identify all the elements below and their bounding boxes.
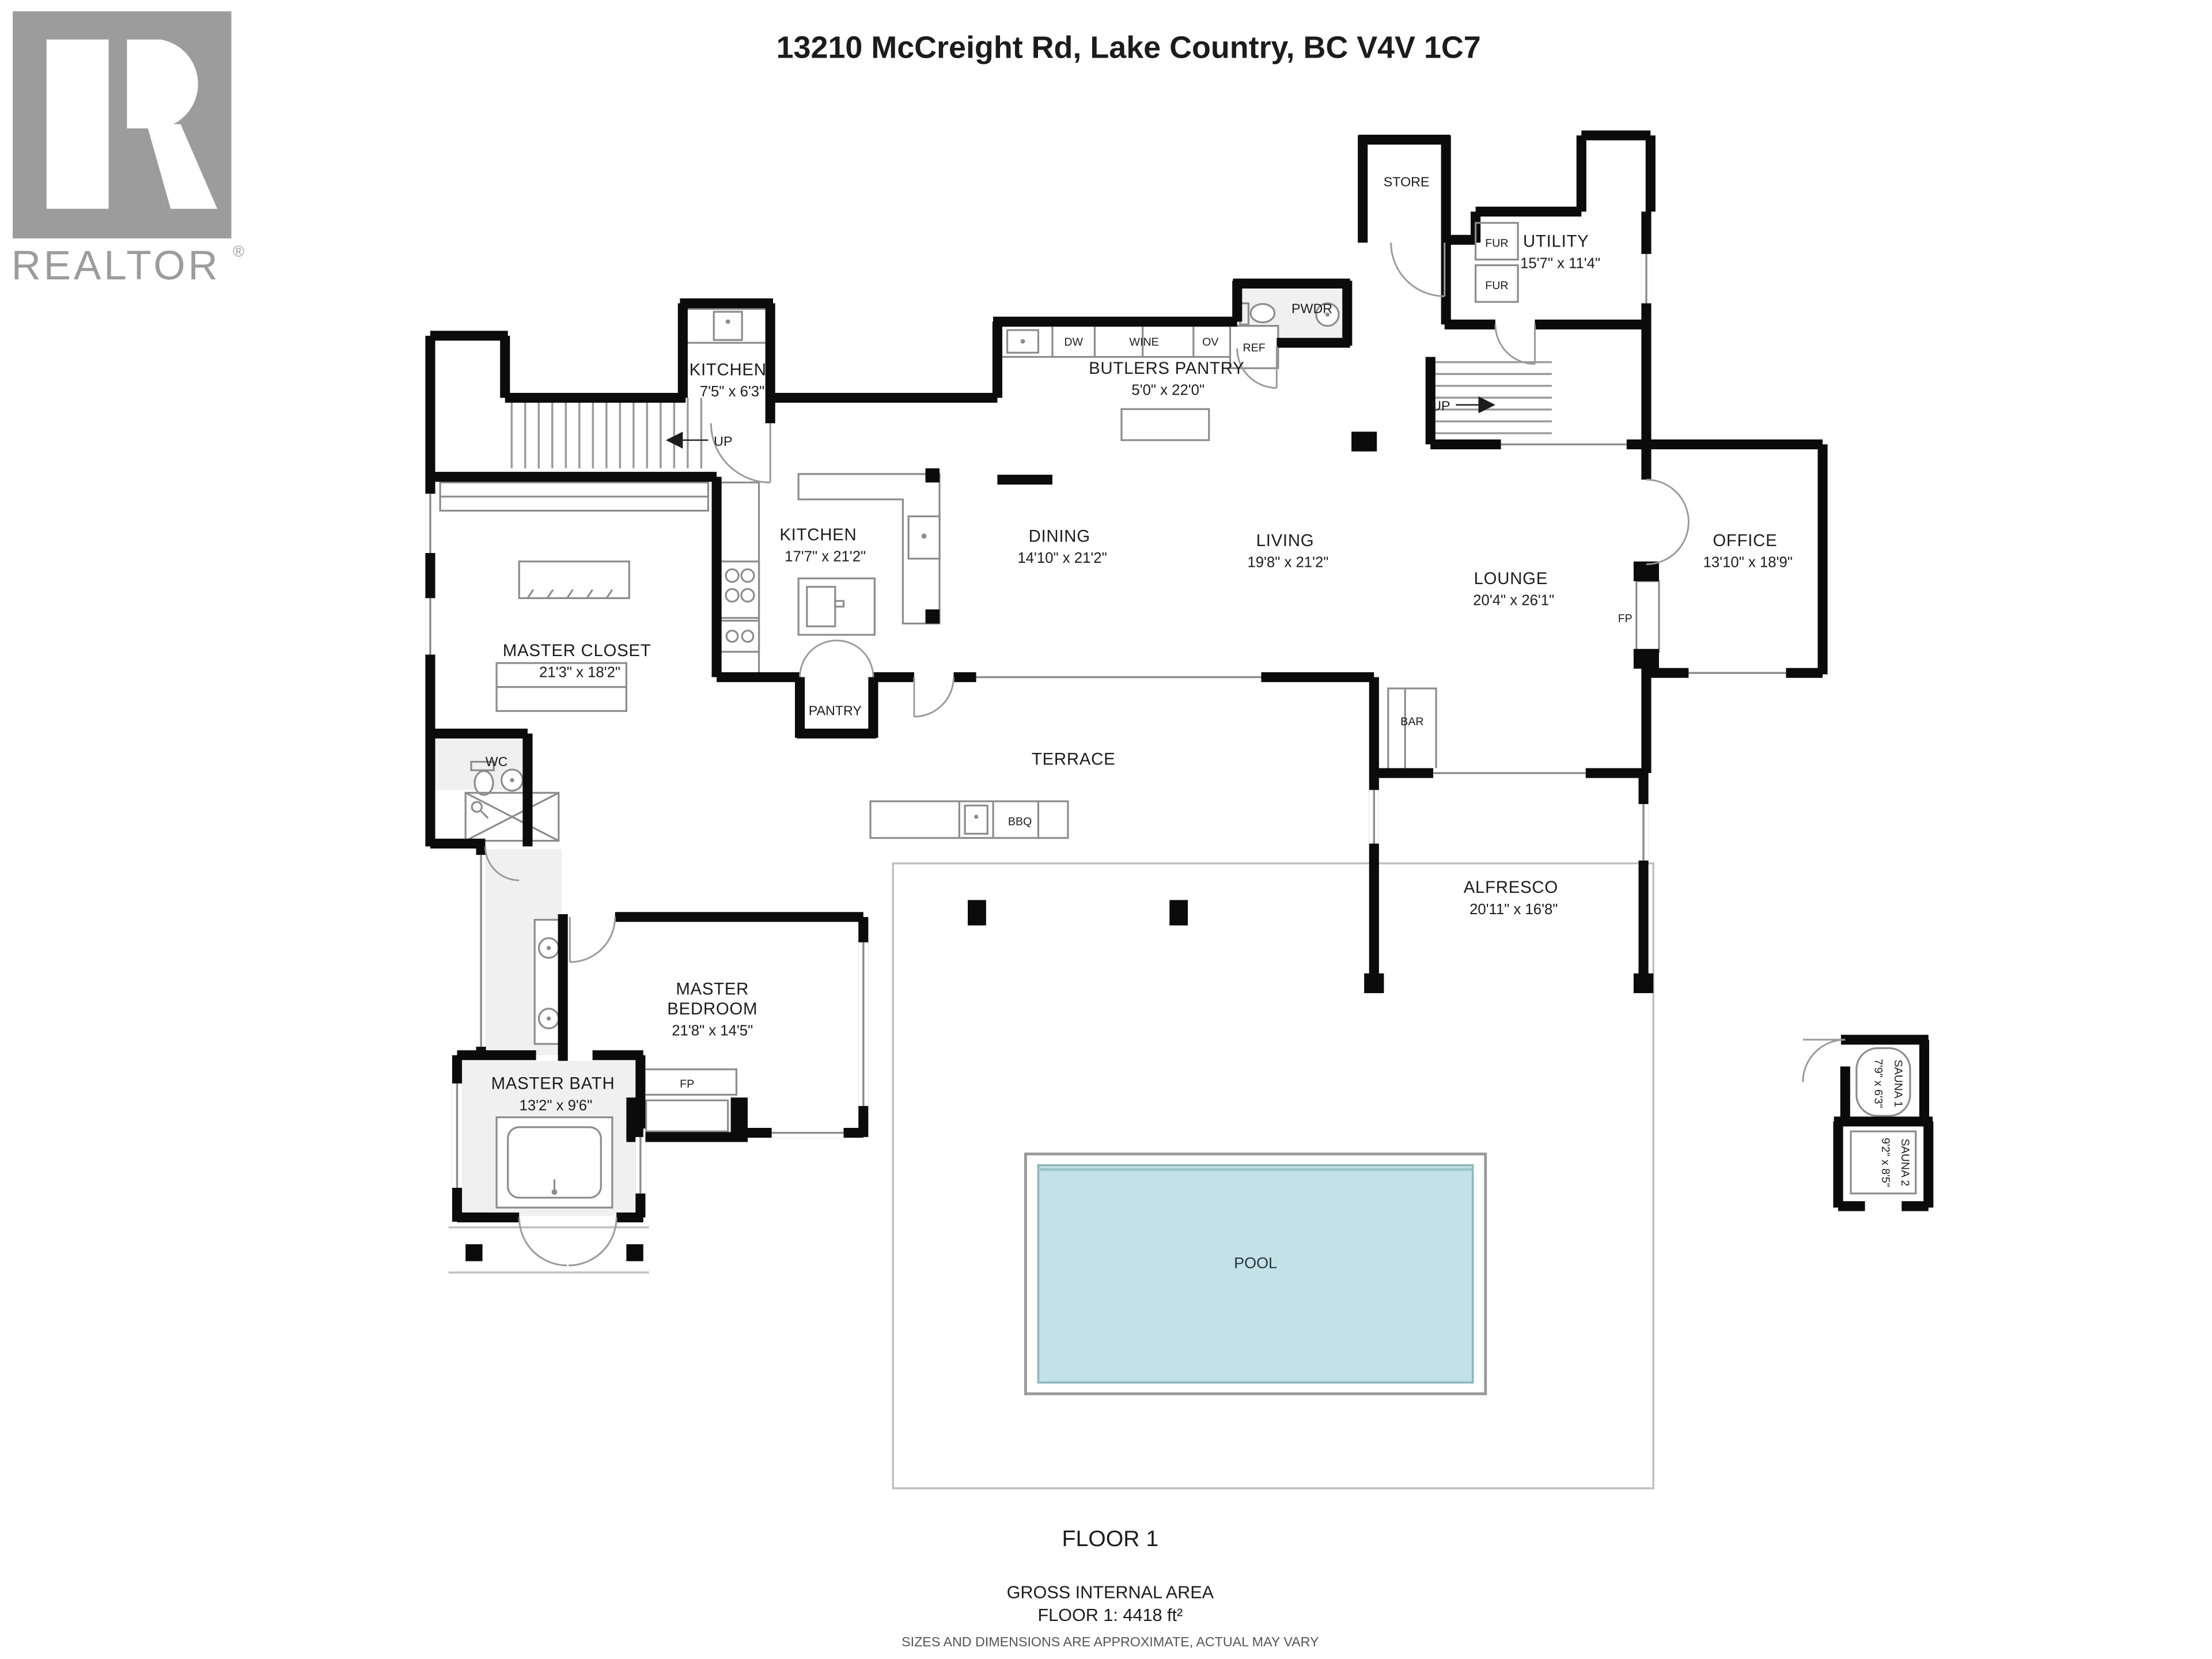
sauna2-bench [1850, 1130, 1917, 1195]
fp-office-label: FP [1618, 612, 1633, 625]
ref-label: REF [1243, 342, 1266, 354]
room-label-store: STORE [1384, 174, 1430, 189]
room-label-alfresco: ALFRESCO [1464, 878, 1558, 897]
room-dims-alfresco: 20'11" x 16'8" [1469, 902, 1558, 918]
fixture-labels: DW WINE OV REF FUR FUR BBQ FP FP [680, 222, 1633, 1090]
closet-fixtures [439, 481, 709, 712]
footer: FLOOR 1 GROSS INTERNAL AREA FLOOR 1: 441… [902, 1527, 1319, 1649]
room-dims-butlers-pantry: 5'0" x 22'0" [1131, 382, 1205, 399]
room-label-living: LIVING [1256, 531, 1315, 550]
room-dims-office: 13'10" x 18'9" [1703, 554, 1793, 570]
fur-lower-label: FUR [1485, 279, 1508, 292]
up-label-right: UP [1431, 399, 1450, 414]
room-label-terrace: TERRACE [1032, 749, 1116, 768]
floor-label: FLOOR 1 [1062, 1527, 1159, 1551]
pool: POOL [1024, 1152, 1487, 1396]
realtor-logo: REALTOR ® [12, 11, 244, 289]
room-dims-sauna2: 9'2" x 8'5" [1879, 1138, 1892, 1187]
shower-head-icon [471, 801, 483, 813]
room-dims-sauna1: 7'9" x 6'3" [1872, 1059, 1885, 1108]
closet-island [518, 560, 630, 599]
sink-icon [907, 515, 941, 560]
room-label-kitchen: KITCHEN [779, 525, 857, 544]
bbq-counter [869, 800, 1069, 839]
room-label-master-bedroom-2: BEDROOM [667, 999, 757, 1018]
walls-structural [425, 130, 1934, 1223]
room-dims-lounge: 20'4" x 26'1" [1473, 593, 1554, 609]
room-label-wc: WC [486, 754, 508, 769]
page-title: 13210 McCreight Rd, Lake Country, BC V4V… [777, 30, 1481, 65]
room-dims-living: 19'8" x 21'2" [1247, 554, 1328, 570]
realtor-logo-r-leg [146, 124, 218, 209]
room-label-butlers-pantry: BUTLERS PANTRY [1089, 359, 1244, 378]
room-label-bar: BAR [1400, 715, 1423, 728]
up-arrow-right: UP [1431, 396, 1495, 414]
registered-mark: ® [233, 243, 244, 260]
disclaimer: SIZES AND DIMENSIONS ARE APPROXIMATE, AC… [902, 1634, 1319, 1649]
room-dims-master-bedroom: 21'8" x 14'5" [672, 1023, 753, 1039]
bbq-label: BBQ [1008, 816, 1032, 828]
room-label-pool: POOL [1234, 1255, 1277, 1272]
windows [425, 253, 1786, 1194]
up-arrows: UP UP [665, 396, 1495, 449]
realtor-wordmark: REALTOR [12, 243, 221, 289]
room-dims-utility: 15'7" x 11'4" [1520, 255, 1600, 271]
hot-tub [1855, 1047, 1911, 1117]
room-dims-kitchen-small: 7'5" x 6'3" [700, 384, 764, 400]
pool-water [1037, 1164, 1474, 1384]
fur-upper-label: FUR [1485, 237, 1508, 250]
room-dims-dining: 14'10" x 21'2" [1017, 550, 1107, 566]
office-fireplace [1635, 580, 1660, 653]
shower [464, 791, 560, 842]
small-kitchen-counter [684, 308, 768, 344]
room-label-sauna1: SAUNA 1 [1892, 1059, 1904, 1107]
room-label-pantry: PANTRY [809, 703, 862, 718]
realtor-logo-r-stem [46, 39, 109, 209]
room-label-lounge: LOUNGE [1474, 569, 1548, 588]
gross-area-title: GROSS INTERNAL AREA [1007, 1583, 1214, 1603]
ov-label: OV [1202, 336, 1218, 349]
room-label-master-closet: MASTER CLOSET [503, 641, 652, 660]
sink-icon [1006, 329, 1040, 354]
room-label-office: OFFICE [1713, 531, 1777, 550]
realtor-logo-r-bowl [127, 39, 198, 128]
room-dims-master-closet: 21'3" x 18'2" [539, 665, 620, 681]
room-dims-master-bath: 13'2" x 9'6" [520, 1097, 593, 1113]
stairs [510, 361, 1552, 469]
posts [465, 408, 1659, 1262]
up-label-left: UP [714, 434, 732, 449]
gross-area-value: FLOOR 1: 4418 ft² [1037, 1605, 1183, 1625]
sink-icon [964, 804, 988, 835]
room-label-kitchen-small: KITCHEN [690, 360, 767, 379]
room-labels: KITCHEN 7'5" x 6'3" BUTLERS PANTRY 5'0" … [486, 174, 1912, 1187]
dw-label: DW [1064, 336, 1083, 349]
pantry-island [1120, 408, 1210, 441]
room-dims-kitchen: 17'7" x 21'2" [785, 549, 866, 565]
bar-counter [1387, 687, 1437, 771]
up-arrow-left: UP [665, 431, 732, 449]
sink-icon [713, 310, 743, 341]
wine-label: WINE [1130, 336, 1159, 349]
fridge-icon [1229, 325, 1279, 369]
room-label-utility: UTILITY [1523, 232, 1589, 251]
main-kitchen-fixtures [718, 473, 941, 679]
room-label-dining: DINING [1029, 527, 1090, 546]
room-label-pwdr: PWDR [1291, 301, 1332, 316]
bathtub [495, 1116, 613, 1209]
door-arcs [484, 243, 1846, 1267]
room-label-master-bath: MASTER BATH [491, 1074, 615, 1093]
room-label-master-bedroom-1: MASTER [676, 980, 749, 999]
room-label-sauna2: SAUNA 2 [1899, 1139, 1911, 1187]
fp-bedroom-label: FP [680, 1078, 694, 1090]
